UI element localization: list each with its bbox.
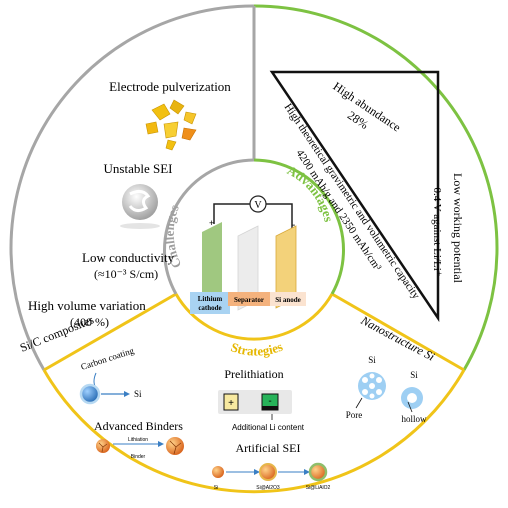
voltmeter-label: V [254,200,262,211]
carbon-coating-label: Carbon coating [80,345,136,372]
potential-value: 0.4 V against Li/Li⁺ [431,187,443,276]
cathode-label-box [190,292,230,314]
strategies-outline [42,369,466,494]
sei-al2o3-label: Si@Al2O3 [256,485,280,491]
separator-label: Separator [234,296,264,304]
sei-arrow-1-head [254,469,260,475]
advantages-outline [253,4,499,371]
hollow-pointer [407,401,413,413]
sei-al2o3-particle [259,463,277,481]
volume-title: High volume variation [28,298,146,313]
sei-si-label: Si [214,485,218,491]
cathode-plate [202,222,222,308]
advantages-triangle [269,70,440,323]
battery-diagram: V + - Lithium cathode Separator Si anode [190,195,306,314]
binders-title: Advanced Binders [94,419,183,433]
cathode-label-line2: cathode [198,304,221,312]
pulverization-title: Electrode pulverization [109,79,231,94]
prelithiation-minus: - [268,396,271,407]
plus-sign: + [209,218,214,228]
sic-si-label: Si [134,389,142,399]
challenges-outline [9,4,255,371]
separator-label-box [228,292,270,306]
hollow-label: hollow [401,414,427,424]
prelithiation-cathode-block [223,393,239,411]
capacity-title: High theoretical gravimetric and volumet… [282,101,423,301]
strategies-section: Si/C composites Carbon coating Si Advanc… [18,312,437,491]
binder-label: Binder [131,454,146,460]
minus-sign: - [292,220,295,231]
porous-si-icon [358,372,386,400]
conductivity-value: (≈10⁻³ S/cm) [94,267,158,281]
sei-si-particle [212,466,224,478]
pulverization-fragments-icon [145,99,197,151]
nano-si-left-label: Si [368,355,376,365]
sei-particle-icon [120,184,160,229]
circuit-wire-right [266,203,293,230]
potential-title: Low working potential [451,173,465,284]
additional-li-label: Additional Li content [232,423,305,432]
sic-particle [79,383,101,405]
sei-arrow-2-head [304,469,310,475]
circuit-wire [213,203,250,224]
anode-label-box [270,292,306,306]
inner-advantages [253,158,345,295]
artificial-sei-title: Artificial SEI [236,441,301,455]
capacity-value: 4200 mAh/g and 2350 mAh/cm³ [293,148,383,274]
challenges-section: Electrode pulverization Unstable SEI Low… [28,79,231,329]
strategies-ring-label: Strategies [229,339,285,359]
prelithiation-li-layer [262,406,278,410]
binder-particle-left [96,439,110,453]
volume-value: (400 %) [70,315,109,329]
binder-crack-left [98,442,108,453]
cathode-label-line1: Lithium [198,295,223,303]
advantages-section: High abundance 28% Low working potential… [269,70,465,323]
lithiation-label: Lithiation [128,437,148,443]
nano-si-right-label: Si [410,370,418,380]
pore-pointer [355,397,363,409]
hollow-si-icon [401,387,423,409]
conductivity-title: Low conductivity [82,250,175,265]
sic-arrow-head [124,391,130,397]
inner-strategies [174,293,334,341]
sei-lialo2-label: Si@LiAlO2 [306,485,331,491]
divider-right [331,292,465,372]
prelithiation-plus: + [228,398,234,409]
sei-title: Unstable SEI [104,161,173,176]
binder-crack-right [169,440,182,455]
anode-label: Si anode [275,296,300,304]
lithiation-arrow-head [158,441,164,447]
prelithiation-title: Prelithiation [224,367,283,381]
divider-left [43,292,177,372]
pore-label: Pore [346,410,363,420]
inner-challenges [163,158,255,295]
sei-lialo2-particle [308,462,328,482]
voltmeter [249,195,267,213]
